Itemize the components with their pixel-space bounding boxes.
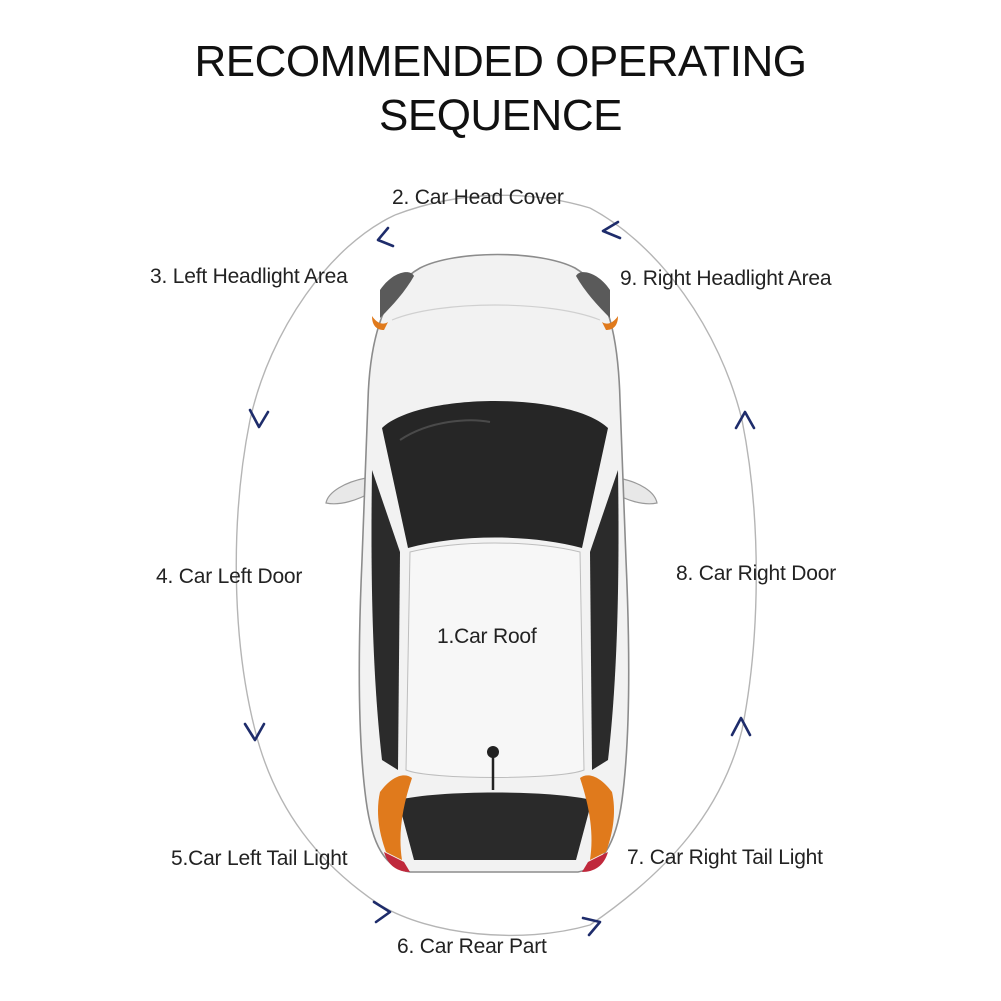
direction-arrow-icon [243, 722, 266, 742]
orbit-path [235, 194, 757, 937]
label-car-left-door: 4. Car Left Door [156, 565, 303, 588]
label-right-headlight-area: 9. Right Headlight Area [620, 267, 832, 290]
page-title-line-1: RECOMMENDED OPERATING [194, 37, 807, 86]
page-title-line-2: SEQUENCE [379, 91, 622, 140]
direction-arrow-icon [734, 410, 756, 430]
label-car-head-cover: 2. Car Head Cover [392, 186, 564, 209]
direction-arrow-icon [376, 226, 395, 248]
direction-arrow-icon [730, 716, 752, 737]
direction-arrow-icon [248, 408, 270, 429]
label-car-left-tail-light: 5.Car Left Tail Light [171, 847, 348, 870]
label-left-headlight-area: 3. Left Headlight Area [150, 265, 348, 288]
label-car-right-door: 8. Car Right Door [676, 562, 836, 585]
car-top-view-illustration [325, 253, 658, 873]
label-car-right-tail-light: 7. Car Right Tail Light [627, 846, 823, 869]
direction-arrow-icon [601, 220, 622, 240]
label-car-rear-part: 6. Car Rear Part [397, 935, 547, 958]
label-car-roof: 1.Car Roof [437, 625, 537, 648]
direction-arrow-icon [372, 900, 392, 924]
direction-arrow-icon [581, 916, 602, 937]
